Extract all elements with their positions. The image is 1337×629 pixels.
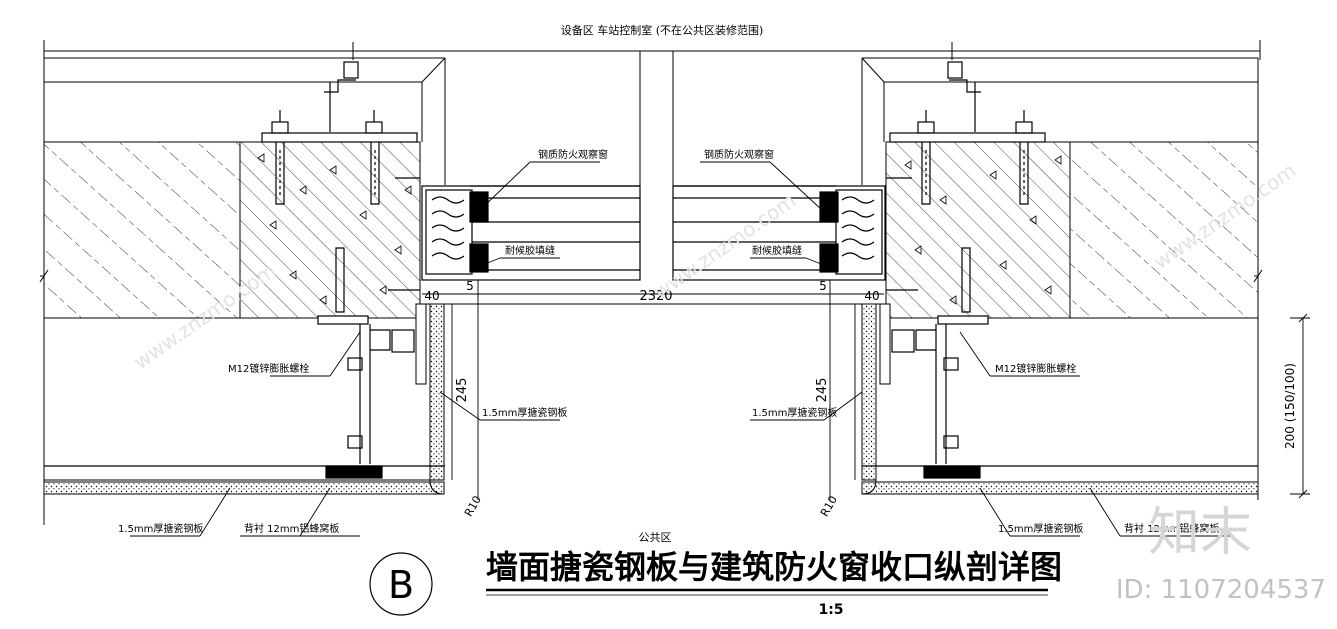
block-wall-right	[885, 141, 1259, 319]
leaders	[130, 161, 1230, 537]
dim-5-left: 5	[466, 279, 474, 293]
drawing-scale: 1:5	[818, 602, 843, 618]
dim-40-left: 40	[424, 289, 439, 303]
section-mark: B	[388, 563, 414, 607]
width-total: 2320	[639, 289, 672, 304]
height-245-left: 245	[455, 378, 470, 403]
bottom-plate-label-right: 1.5mm厚搪瓷钢板	[998, 522, 1083, 535]
anchor-bolt-label-right: M12镀锌膨胀螺栓	[995, 362, 1076, 375]
fire-window-label-right: 钢质防火观察窗	[704, 148, 774, 161]
radius-right: R10	[818, 494, 840, 519]
dimensions	[43, 280, 1310, 525]
sealant-label-right: 耐候胶填缝	[752, 244, 802, 257]
title-block: B 墙面搪瓷钢板与建筑防火窗收口纵剖详图 1:5	[369, 548, 1062, 618]
watermark-id: ID: 1107204537	[1116, 575, 1326, 605]
zone-label: 设备区 车站控制室 (不在公共区装修范围)	[561, 23, 764, 37]
height-245-right: 245	[815, 378, 830, 403]
drawing-title: 墙面搪瓷钢板与建筑防火窗收口纵剖详图	[486, 548, 1062, 586]
backing-label-right: 背衬 12mm铝蜂窝板	[1124, 522, 1219, 535]
side-dimension: 200 (150/100)	[1283, 363, 1297, 449]
bottom-plate-label-left: 1.5mm厚搪瓷钢板	[118, 522, 203, 535]
block-wall-left	[43, 141, 421, 319]
anchor-bolt-label-left: M12镀锌膨胀螺栓	[228, 362, 309, 375]
anchor-assembly-right	[862, 61, 1258, 479]
fire-window-left	[421, 185, 641, 281]
fire-window-label-left: 钢质防火观察窗	[538, 148, 608, 161]
radius-left: R10	[462, 494, 484, 519]
header: 设备区 车站控制室 (不在公共区装修范围)	[43, 23, 1261, 60]
watermark-logo: 知末	[1148, 503, 1252, 563]
section-mark-circle	[369, 552, 433, 616]
steel-plate-label-left: 1.5mm厚搪瓷钢板	[482, 406, 567, 419]
dim-5-right: 5	[819, 279, 827, 293]
steel-plate-label-right: 1.5mm厚搪瓷钢板	[752, 406, 837, 419]
enamel-panel-left	[43, 303, 445, 495]
dim-40-right: 40	[864, 289, 879, 303]
public-zone-label: 公共区	[639, 531, 672, 544]
backing-label-left: 背衬 12mm铝蜂窝板	[244, 522, 339, 535]
fire-window-right	[672, 185, 886, 281]
sealant-label-left: 耐候胶填缝	[505, 244, 555, 257]
anchor-assembly-left	[44, 61, 445, 479]
annotation-text: 钢质防火观察窗 耐候胶填缝 M12镀锌膨胀螺栓 1.5mm厚搪瓷钢板 1.5mm…	[118, 148, 1219, 544]
enamel-panel-right	[861, 303, 1259, 495]
